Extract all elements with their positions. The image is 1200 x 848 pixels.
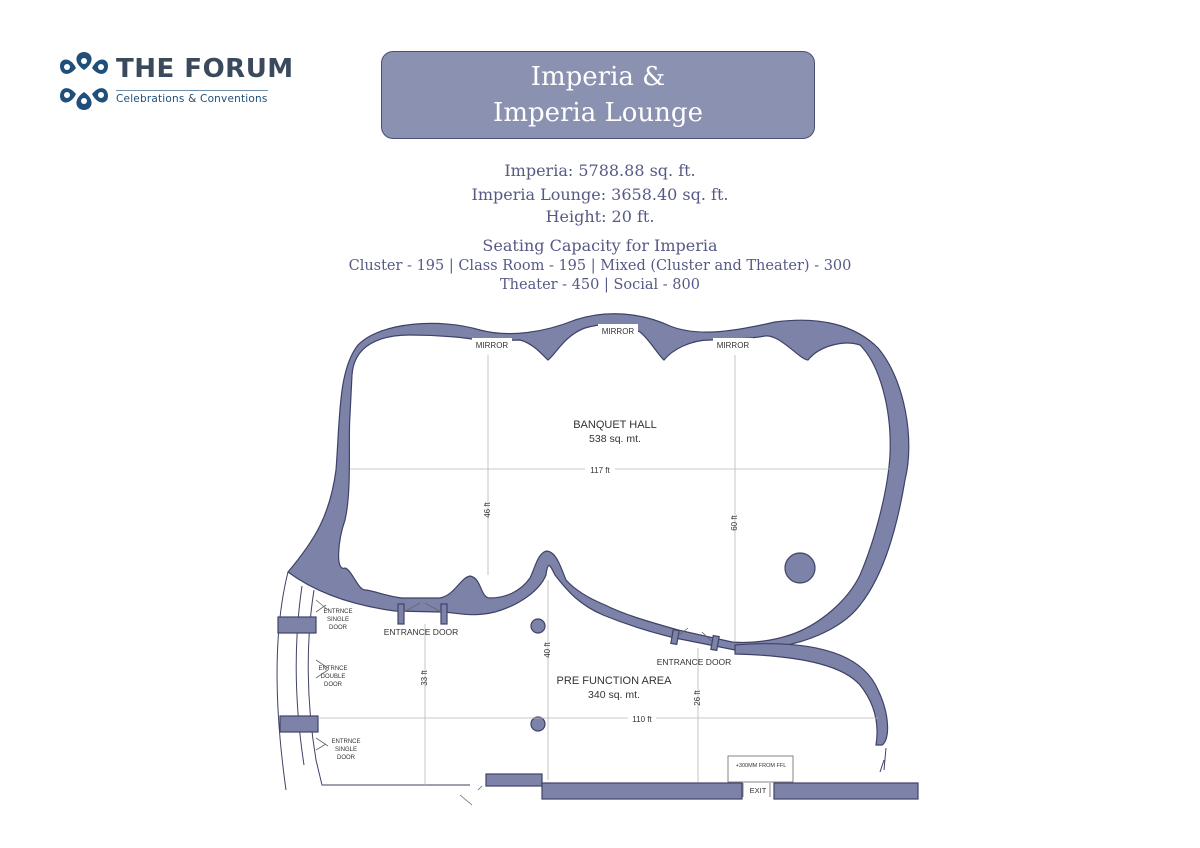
logo-title: THE FORUM (116, 54, 294, 84)
exit-door-swing (742, 783, 771, 797)
forum-logo: THE FORUM Celebrations & Conventions (56, 46, 293, 116)
prefunction-area: 340 sq. mt. (588, 689, 640, 701)
south-wall-segment-3 (773, 782, 919, 800)
lounge-west-wall-mid (295, 585, 305, 766)
south-wall-segment-2 (541, 782, 743, 800)
dim-label-46: 46 ft (483, 501, 492, 517)
side-door-2-line-1: ENTRNCE (318, 666, 347, 672)
logo-divider (116, 90, 268, 91)
venue-title-line1: Imperia & (530, 62, 666, 92)
right-entrance-post-2 (710, 634, 720, 652)
lounge-west-wall-outer (276, 571, 289, 791)
side-door-swing-1 (315, 599, 329, 613)
dim-label-117: 117 ft (590, 466, 610, 475)
banquet-hall-name: BANQUET HALL (573, 419, 657, 431)
logo-subtitle: Celebrations & Conventions (116, 93, 268, 105)
left-entrance-post-2 (440, 603, 448, 625)
mirror-label-2: MIRROR (602, 327, 635, 336)
prefunction-name: PRE FUNCTION AREA (557, 675, 673, 687)
column-prefunction-2 (530, 716, 546, 732)
west-wall-pillar-1 (277, 616, 317, 634)
mirror-label-bg-1 (472, 338, 512, 350)
ffl-note: +300MM FROM FFL (736, 763, 787, 769)
dim-label-bg-110 (628, 712, 656, 724)
south-wall-segment-1 (485, 773, 543, 787)
banquet-hall-area: 538 sq. mt. (589, 433, 641, 445)
dim-label-bg-117 (585, 463, 615, 475)
side-door-3-line-2: SINGLE (335, 747, 357, 753)
entrance-door-right-label: ENTRANCE DOOR (657, 657, 732, 667)
dim-label-33: 33 ft (420, 669, 429, 685)
left-entrance-post-1 (397, 603, 405, 625)
right-entrance-post-1 (670, 628, 680, 646)
lounge-east-wall (734, 643, 889, 746)
side-door-swing-3 (315, 737, 329, 751)
west-wall-pillar-2 (279, 715, 319, 733)
side-door-1-line-3: DOOR (329, 625, 348, 631)
south-door-swing (459, 785, 483, 806)
side-door-2-line-2: DOUBLE (321, 674, 346, 680)
side-door-1-line-1: ENTRNCE (323, 609, 352, 615)
side-door-1-line-2: SINGLE (327, 617, 349, 623)
mirror-label-1: MIRROR (476, 341, 509, 350)
seating-title: Seating Capacity for Imperia (482, 236, 718, 255)
left-entrance-door-swing (403, 602, 442, 613)
column-prefunction-1 (530, 618, 546, 634)
raised-platform (727, 755, 794, 783)
flower-logo-icon (60, 52, 108, 110)
column-banquet (784, 552, 816, 584)
side-door-swing-2 (315, 659, 329, 679)
lounge-south-wall-left (315, 759, 470, 786)
right-entrance-door-swing (677, 627, 713, 643)
mirror-label-bg-3 (713, 338, 753, 350)
east-wall-end (879, 747, 887, 773)
side-door-2-line-3: DOOR (324, 682, 343, 688)
lounge-west-wall-inner (307, 589, 317, 761)
mirror-label-bg-2 (598, 324, 638, 336)
side-door-3-line-1: ENTRNCE (331, 739, 360, 745)
dim-label-26: 26 ft (693, 689, 702, 705)
ceiling-height: Height: 20 ft. (545, 207, 655, 226)
venue-title-line2: Imperia Lounge (493, 98, 703, 128)
banquet-hall-wall (287, 313, 910, 651)
seating-line-1: Cluster - 195 | Class Room - 195 | Mixed… (348, 258, 852, 274)
venue-title-box: Imperia & Imperia Lounge (381, 51, 815, 139)
dim-label-60: 60 ft (730, 514, 739, 530)
imperia-area: Imperia: 5788.88 sq. ft. (504, 161, 696, 180)
mirror-label-3: MIRROR (717, 341, 750, 350)
side-door-3-line-3: DOOR (337, 755, 356, 761)
dim-label-110: 110 ft (632, 715, 652, 724)
exit-label: EXIT (750, 786, 767, 795)
entrance-door-left-label: ENTRANCE DOOR (384, 627, 459, 637)
seating-line-2: Theater - 450 | Social - 800 (500, 277, 700, 293)
lounge-area: Imperia Lounge: 3658.40 sq. ft. (471, 185, 729, 204)
dim-label-40: 40 ft (543, 641, 552, 657)
